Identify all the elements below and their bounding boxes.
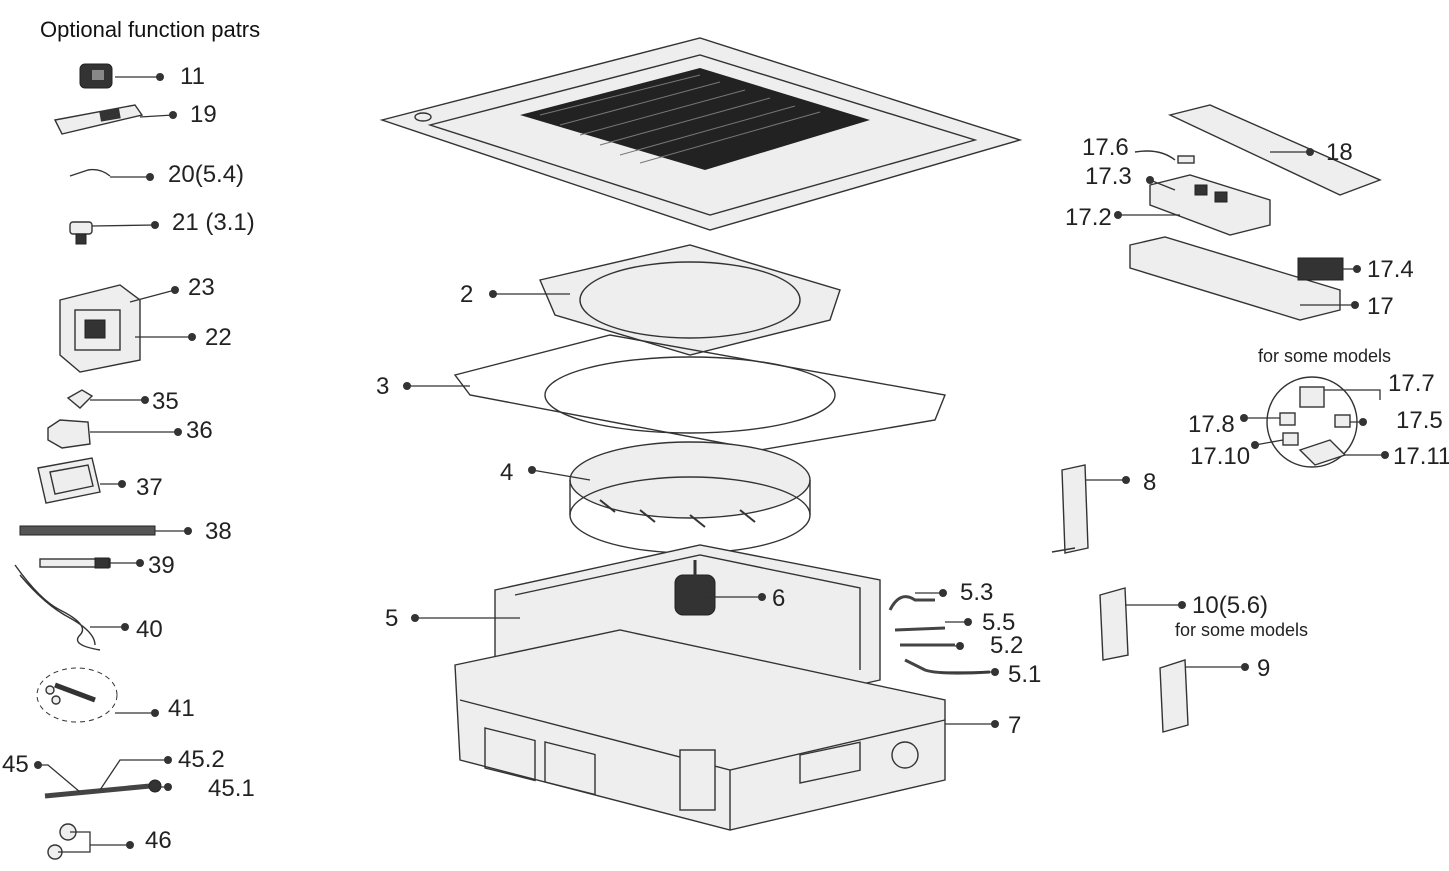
- label-17-8: 17.8: [1188, 411, 1235, 438]
- label-4: 4: [500, 459, 513, 486]
- label-5-1: 5.1: [1008, 661, 1041, 688]
- part-labels: 11 19 20(5.4) 21 (3.1) 23 22 35 36 37 38…: [2, 63, 1449, 854]
- label-10: 10(5.6): [1192, 592, 1268, 619]
- label-45-2: 45.2: [178, 746, 225, 773]
- part-46-caps: [47, 823, 77, 860]
- label-17: 17: [1367, 293, 1394, 320]
- label-45: 45: [2, 751, 29, 778]
- label-9: 9: [1257, 655, 1270, 682]
- part-17-6-plug: [1177, 155, 1195, 164]
- label-45-1: 45.1: [208, 775, 255, 802]
- label-22: 22: [205, 324, 232, 351]
- label-17-4: 17.4: [1367, 256, 1414, 283]
- label-2: 2: [460, 281, 473, 308]
- part-panel-grille: [379, 37, 1023, 231]
- label-41: 41: [168, 695, 195, 722]
- part-45-pipe: [44, 779, 162, 799]
- part-9-board: [1159, 659, 1189, 733]
- label-36: 36: [186, 417, 213, 444]
- part-17-box: [1129, 236, 1341, 321]
- label-35: 35: [152, 388, 179, 415]
- label-40: 40: [136, 616, 163, 643]
- label-5: 5: [385, 605, 398, 632]
- part-2-frame: [539, 244, 841, 356]
- part-41-kit: [36, 667, 118, 723]
- label-7: 7: [1008, 712, 1021, 739]
- part-8-bracket: [1051, 464, 1089, 554]
- part-4-fan: [569, 441, 811, 554]
- label-5-5: 5.5: [982, 609, 1015, 636]
- label-46: 46: [145, 827, 172, 854]
- part-11-receiver: [79, 63, 113, 89]
- label-17-11: 17.11: [1393, 443, 1449, 470]
- label-3: 3: [376, 373, 389, 400]
- label-23: 23: [188, 274, 215, 301]
- label-5-2: 5.2: [990, 632, 1023, 659]
- part-19-remote: [53, 104, 144, 135]
- part-17-6-wire: [1134, 150, 1176, 161]
- part-35: [66, 389, 94, 409]
- part-21-connector: [69, 221, 93, 245]
- label-19: 19: [190, 101, 217, 128]
- part-39-sensor: [39, 557, 111, 569]
- label-20: 20(5.4): [168, 161, 244, 188]
- part-40-cable: [14, 564, 101, 651]
- label-dots: [34, 73, 1389, 849]
- label-5-3: 5.3: [960, 579, 993, 606]
- diagram-title: Optional function patrs: [40, 17, 260, 42]
- label-17-5: 17.5: [1396, 407, 1443, 434]
- part-37-panel: [37, 457, 101, 504]
- part-10-board: [1099, 587, 1129, 661]
- part-18-cover: [1167, 104, 1382, 196]
- label-8: 8: [1143, 469, 1156, 496]
- label-17-6: 17.6: [1082, 134, 1129, 161]
- label-17-3: 17.3: [1085, 163, 1132, 190]
- part-20-wire: [69, 168, 111, 177]
- part-7-chassis: [454, 629, 946, 831]
- label-21: 21 (3.1): [172, 209, 255, 236]
- label-17-2: 17.2: [1065, 204, 1112, 231]
- label-38: 38: [205, 518, 232, 545]
- label-18: 18: [1326, 139, 1353, 166]
- label-6: 6: [772, 585, 785, 612]
- part-17-4-terminal: [1297, 257, 1344, 281]
- part-17-3-pcb: [1149, 174, 1271, 236]
- label-17-7: 17.7: [1388, 370, 1435, 397]
- label-11: 11: [180, 63, 205, 90]
- label-17-10: 17.10: [1190, 443, 1250, 470]
- part-3-frame: [453, 334, 946, 451]
- part-36: [47, 419, 91, 449]
- label-37: 37: [136, 474, 163, 501]
- note-for-some-models-2: for some models: [1175, 620, 1308, 640]
- note-for-some-models-1: for some models: [1258, 346, 1391, 366]
- part-38-heater: [19, 525, 156, 536]
- part-22-23-pump: [59, 284, 141, 373]
- part-5-pipes: [888, 595, 991, 675]
- label-39: 39: [148, 552, 175, 579]
- leader-lines: [38, 76, 1385, 853]
